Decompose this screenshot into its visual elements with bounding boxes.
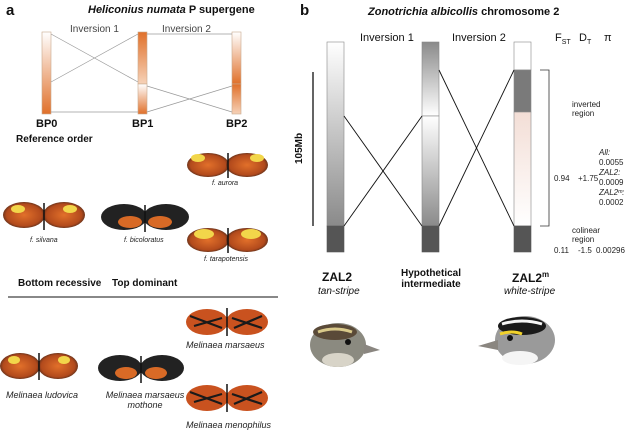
zal2-label: ZAL2 <box>322 270 352 284</box>
panel-b-title: Zonotrichia albicollis chromosome 2 <box>368 6 559 18</box>
zal2m-sup: m <box>542 270 550 279</box>
hypothetical-line2: intermediate <box>401 279 461 290</box>
bar-bp1 <box>137 31 148 115</box>
panel-b-species: Zonotrichia albicollis <box>368 6 479 18</box>
bar-intermediate <box>421 41 440 253</box>
reference-order-label: Reference order <box>16 134 93 145</box>
butterfly-silvana <box>3 202 85 230</box>
bar-zal2m <box>513 41 532 253</box>
pi-inverted: All: 0.0055 ZAL2: 0.0009 ZAL2ᵐ: 0.0002 <box>599 148 624 208</box>
butterfly-ludovica <box>0 353 78 380</box>
scale-label: 105Mb <box>294 132 305 164</box>
fst-colinear: 0.11 <box>554 246 569 255</box>
top-dominant-label: Top dominant <box>112 278 178 289</box>
colinear-region-label: colinear region <box>572 226 600 244</box>
white-stripe-label: white-stripe <box>504 286 556 297</box>
bottom-recessive-label: Bottom recessive <box>18 278 102 289</box>
butterfly-menophilus <box>186 384 268 412</box>
caption-aurora: f. aurora <box>212 180 239 187</box>
pi-zal2-value: 0.0009 <box>599 178 624 187</box>
pi-all-value: 0.0055 <box>599 158 624 167</box>
hypothetical-line1: Hypothetical <box>400 268 461 279</box>
caption-mothone-line1: Melinaea marsaeus <box>105 390 185 400</box>
inversion-1-label-b: Inversion 1 <box>360 32 414 44</box>
bar-zal2 <box>326 41 345 253</box>
panel-a-title-rest: P supergene <box>188 4 255 16</box>
hypothetical-intermediate-label: Hypothetical intermediate <box>398 268 464 290</box>
panel-a-species: Heliconius numata <box>88 4 186 16</box>
dt-main: D <box>579 32 587 44</box>
colinear-line2: region <box>572 235 595 244</box>
fst-sub: ST <box>561 39 571 47</box>
butterfly-bicoloratus <box>101 204 189 232</box>
inverted-region-line1: inverted <box>572 100 601 109</box>
dt-header: DT <box>579 32 591 46</box>
bp2-label: BP2 <box>226 118 248 130</box>
caption-mothone-line2: mothone <box>127 400 163 410</box>
sparrow-white-stripe <box>478 316 555 365</box>
pi-header: π <box>604 32 612 44</box>
caption-tarapotensis: f. tarapotensis <box>204 256 248 263</box>
caption-silvana: f. silvana <box>30 237 58 244</box>
pi-colinear: 0.00296 <box>596 246 625 255</box>
panel-letter-a: a <box>6 2 15 19</box>
pi-zal2m-value: 0.0002 <box>599 198 624 207</box>
panel-a-title: Heliconius numata P supergene <box>88 4 255 16</box>
dt-sub: T <box>586 39 592 47</box>
dt-colinear: -1.5 <box>578 246 592 255</box>
bp0-label: BP0 <box>36 118 58 130</box>
zal2m-main: ZAL2 <box>512 271 542 285</box>
zal2m-label: ZAL2m <box>512 270 549 285</box>
butterfly-aurora <box>187 153 268 178</box>
dt-inverted: +1.75 <box>578 174 599 183</box>
fst-inverted: 0.94 <box>554 174 570 183</box>
pi-zal2m-label: ZAL2ᵐ: <box>599 188 625 197</box>
inversion-2-label-b: Inversion 2 <box>452 32 506 44</box>
bp1-label: BP1 <box>132 118 154 130</box>
panel-letter-b: b <box>300 2 310 19</box>
tan-stripe-label: tan-stripe <box>318 286 360 297</box>
region-bracket <box>540 69 550 227</box>
butterfly-tarapotensis <box>187 228 268 253</box>
fst-header: FST <box>555 32 571 46</box>
inversion-2-label-a: Inversion 2 <box>162 24 211 35</box>
caption-menophilus: Melinaea menophilus <box>186 420 272 430</box>
caption-mothone: Melinaea marsaeus mothone <box>100 390 190 410</box>
caption-bicoloratus: f. bicoloratus <box>124 237 164 244</box>
panel-b-title-rest: chromosome 2 <box>481 6 560 18</box>
butterfly-marsaeus <box>186 308 268 336</box>
inverted-region-line2: region <box>572 109 595 118</box>
butterfly-mothone <box>98 355 184 383</box>
pi-all-label: All: <box>599 148 611 157</box>
bar-bp2 <box>231 31 242 115</box>
bar-bp0 <box>41 31 52 115</box>
pi-zal2-label: ZAL2: <box>599 168 621 177</box>
inverted-region-label: inverted region <box>572 100 600 118</box>
fst-main: F <box>555 32 562 44</box>
inversion-lines-a <box>50 33 233 113</box>
caption-ludovica: Melinaea ludovica <box>6 390 79 400</box>
sparrow-tan-stripe <box>310 323 380 367</box>
inversion-lines-b <box>343 69 515 227</box>
inversion-1-label-a: Inversion 1 <box>70 24 119 35</box>
colinear-line1: colinear <box>572 226 601 235</box>
caption-marsaeus: Melinaea marsaeus <box>186 340 265 350</box>
